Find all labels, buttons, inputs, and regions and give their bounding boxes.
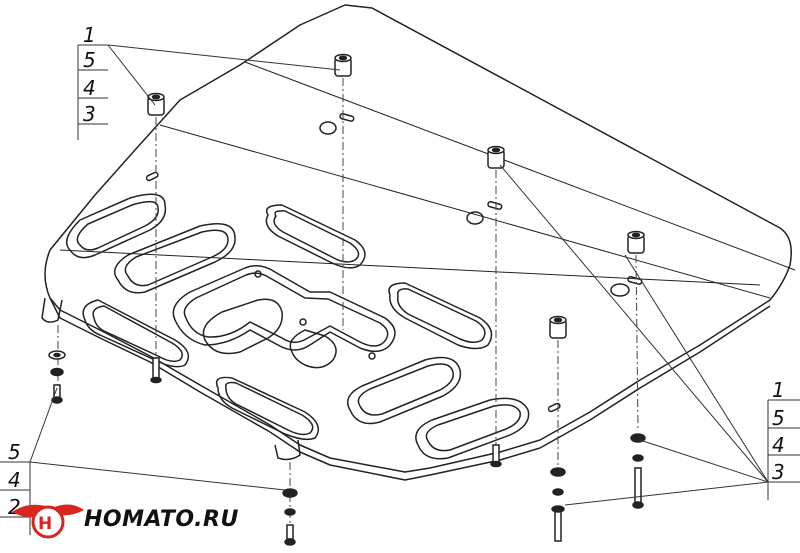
- spring-washer-bottom-1: [284, 508, 296, 516]
- mounting-tab-center: [274, 439, 301, 461]
- washer-bottom-1: [282, 488, 298, 498]
- rivet-dot-3: [368, 352, 376, 360]
- callout-bottom-left-2: 4: [8, 468, 21, 492]
- spring-washer-left-1: [50, 367, 64, 377]
- weld-nut-1: [334, 53, 352, 77]
- callout-bottom-left-3: 2: [8, 495, 21, 519]
- plate-front-lip: [49, 297, 771, 481]
- spring-washer-right-1: [632, 454, 644, 462]
- callout-right-3: 4: [772, 433, 785, 457]
- plate-outline: [44, 4, 792, 473]
- stamped-slot-upper-center: [265, 204, 366, 269]
- callout-top-left-2: 5: [83, 48, 96, 72]
- stamped-slot-center-f: [172, 265, 396, 353]
- stamped-slot-left-1: [65, 193, 167, 259]
- leader-lines: [0, 44, 800, 535]
- center-lines: [57, 78, 639, 540]
- callout-top-left-1: 1: [83, 23, 96, 47]
- callouts-top-left: 1 5 4 3: [83, 23, 96, 126]
- mounting-hole-3: [610, 283, 630, 297]
- callout-top-left-3: 4: [83, 76, 96, 100]
- svg-text:H: H: [38, 514, 52, 534]
- weld-nut-2: [147, 92, 165, 116]
- logo-text[interactable]: HOMATO.RU: [84, 507, 239, 532]
- weld-nut-3: [487, 145, 505, 169]
- stamped-slot-lower-right-1: [347, 356, 462, 425]
- mounting-hole-1: [319, 121, 337, 135]
- bolt-center: [490, 444, 502, 468]
- callout-bottom-left-1: 5: [8, 440, 21, 464]
- mounting-tab-left: [41, 297, 63, 323]
- spring-washer-right-2: [552, 488, 564, 496]
- fold-line-lower: [59, 249, 761, 286]
- bolt-left-1: [150, 357, 162, 384]
- rivet-dot-1: [254, 270, 262, 278]
- weld-nut-4: [627, 230, 645, 254]
- stamped-slot-right-1: [388, 282, 493, 350]
- bolt-right-1: [632, 467, 644, 509]
- slot-hole-4: [145, 171, 159, 182]
- callout-top-left-4: 3: [83, 102, 96, 126]
- callouts-right: 1 5 4 3: [772, 378, 785, 484]
- rivet-dot-2: [299, 318, 307, 326]
- stamped-slot-lower-right-2: [415, 397, 530, 460]
- fasteners: [48, 350, 646, 546]
- callout-right-4: 3: [772, 460, 785, 484]
- fold-line-upper: [244, 61, 796, 271]
- slot-hole-2: [487, 201, 503, 210]
- washer-right-2: [550, 467, 566, 477]
- fold-line-middle: [159, 124, 771, 299]
- bolt-left-2: [51, 384, 63, 404]
- stamped-slot-center-lower: [202, 298, 337, 369]
- bolt-bottom-1: [284, 524, 296, 546]
- washer-left-1: [48, 350, 66, 360]
- slot-hole-1: [339, 113, 355, 122]
- logo-emblem: H: [12, 504, 84, 539]
- stamped-slot-front-center: [215, 376, 320, 441]
- callouts-bottom-left: 5 4 2: [8, 440, 21, 519]
- slot-hole-5: [547, 402, 561, 413]
- mounting-hole-2: [466, 211, 484, 225]
- slot-hole-3: [627, 276, 643, 285]
- stamped-slot-left-2: [113, 223, 236, 294]
- callout-right-2: 5: [772, 406, 785, 430]
- stamped-slot-front-left: [82, 299, 190, 368]
- callout-right-1: 1: [772, 378, 785, 402]
- weld-nuts: [147, 53, 645, 339]
- bolt-right-2: [551, 505, 565, 542]
- weld-nut-5: [549, 315, 567, 339]
